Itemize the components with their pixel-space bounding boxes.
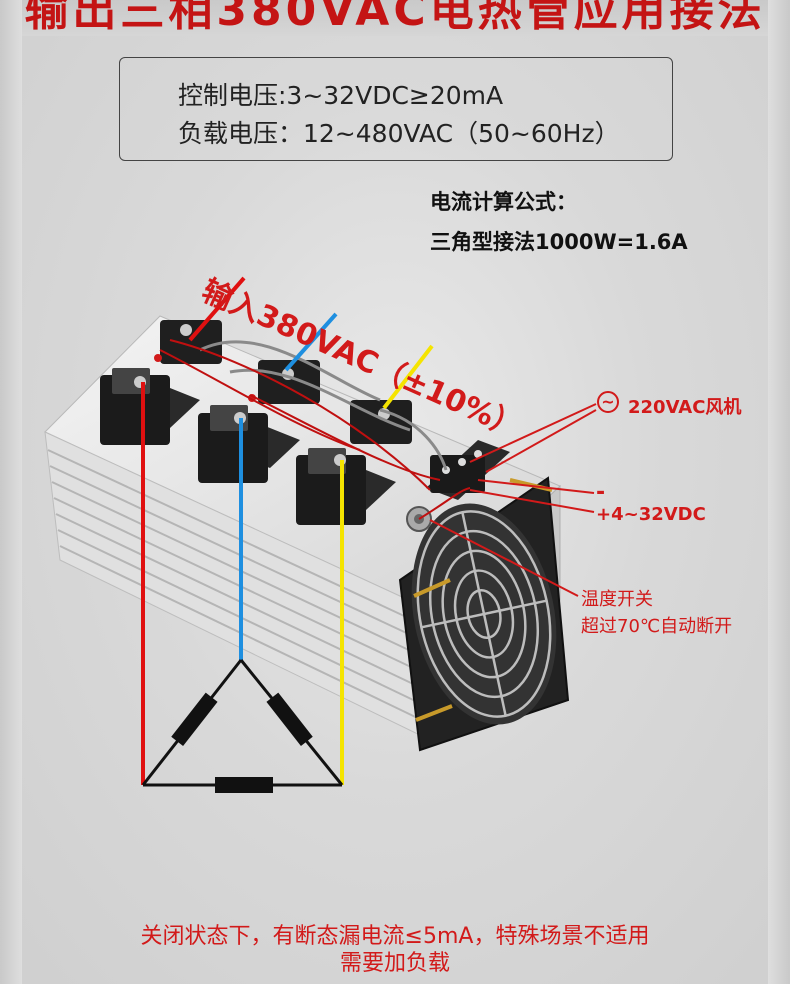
formula-value: 三角型接法1000W=1.6A bbox=[430, 230, 688, 254]
input-pointer-yellow bbox=[382, 344, 434, 410]
cooling-fan bbox=[398, 476, 570, 752]
left-side-panel bbox=[0, 0, 22, 984]
leakage-note-line2: 需要加负载 bbox=[339, 951, 450, 976]
ssr-module-2 bbox=[198, 405, 300, 483]
control-voltage-text: 控制电压:3~32VDC≥20mA bbox=[178, 81, 504, 110]
fan-voltage-label: 220VAC风机 bbox=[628, 397, 742, 418]
banner-title: 输出三相380VAC电热管应用接法 bbox=[24, 0, 766, 36]
heater-element-right bbox=[266, 692, 313, 746]
leakage-note-line1: 关闭状态下，有断态漏电流≤5mA，特殊场景不适用 bbox=[140, 924, 650, 949]
callout-lines bbox=[429, 403, 597, 597]
top-banner: 输出三相380VAC电热管应用接法 bbox=[22, 0, 768, 36]
right-side-panel bbox=[768, 0, 790, 984]
dc-control-label: +4~32VDC bbox=[596, 504, 706, 525]
load-voltage-text: 负载电压：12~480VAC（50~60Hz） bbox=[178, 119, 620, 148]
spec-box: 控制电压:3~32VDC≥20mA 负载电压：12~480VAC（50~60Hz… bbox=[119, 57, 673, 161]
temp-switch-note: 超过70℃自动断开 bbox=[581, 616, 733, 637]
delta-load bbox=[141, 659, 344, 793]
heater-element-left bbox=[171, 692, 218, 746]
heater-element-bottom bbox=[215, 777, 273, 793]
ssr-module-3 bbox=[296, 448, 396, 525]
ssr-module-top-row bbox=[154, 320, 412, 444]
ac-tilde-icon: ~ bbox=[597, 391, 619, 413]
dc-minus-label: - bbox=[596, 480, 606, 505]
input-pointer-blue bbox=[284, 312, 338, 372]
temp-switch-label: 温度开关 bbox=[581, 589, 653, 610]
internal-red-wires bbox=[159, 339, 471, 520]
input-pointer-red bbox=[188, 276, 246, 342]
formula-heading: 电流计算公式： bbox=[430, 190, 577, 214]
